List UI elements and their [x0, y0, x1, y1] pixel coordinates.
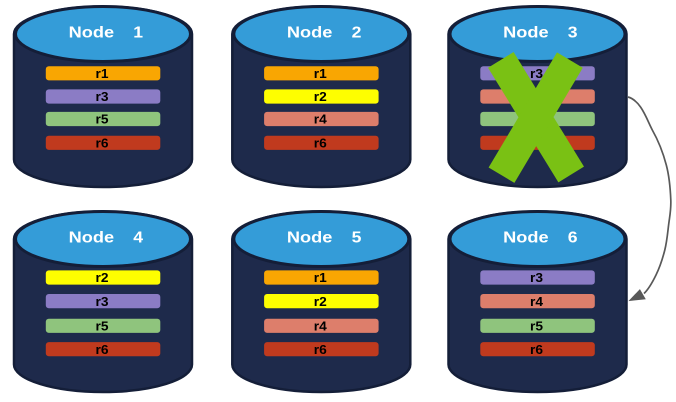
- svg-text:Node: Node: [69, 25, 115, 42]
- svg-text:r6: r6: [96, 137, 109, 151]
- svg-text:r6: r6: [530, 343, 543, 357]
- svg-text:1: 1: [133, 25, 143, 42]
- svg-text:r6: r6: [96, 343, 109, 357]
- svg-text:6: 6: [568, 230, 578, 247]
- svg-text:3: 3: [568, 25, 578, 42]
- svg-text:r4: r4: [314, 320, 327, 334]
- svg-text:r6: r6: [314, 137, 327, 151]
- svg-text:r2: r2: [314, 90, 327, 104]
- svg-text:r3: r3: [530, 67, 543, 81]
- svg-text:Node: Node: [287, 230, 333, 247]
- svg-text:Node: Node: [503, 25, 549, 42]
- svg-text:r5: r5: [96, 320, 109, 334]
- svg-text:Node: Node: [503, 230, 549, 247]
- svg-text:r5: r5: [96, 113, 109, 127]
- svg-text:r4: r4: [314, 113, 327, 127]
- svg-text:r3: r3: [96, 90, 109, 104]
- svg-text:r2: r2: [96, 271, 109, 285]
- svg-text:2: 2: [352, 25, 362, 42]
- svg-text:r6: r6: [314, 343, 327, 357]
- svg-text:r1: r1: [314, 271, 327, 285]
- svg-text:r2: r2: [314, 295, 327, 309]
- svg-text:r4: r4: [530, 295, 543, 309]
- svg-text:r3: r3: [530, 271, 543, 285]
- svg-text:r5: r5: [530, 320, 543, 334]
- svg-text:r1: r1: [314, 67, 327, 81]
- svg-text:Node: Node: [287, 25, 333, 42]
- svg-text:5: 5: [352, 230, 362, 247]
- svg-text:r1: r1: [96, 67, 109, 81]
- svg-text:Node: Node: [69, 230, 115, 247]
- svg-text:4: 4: [133, 230, 143, 247]
- svg-text:r3: r3: [96, 295, 109, 309]
